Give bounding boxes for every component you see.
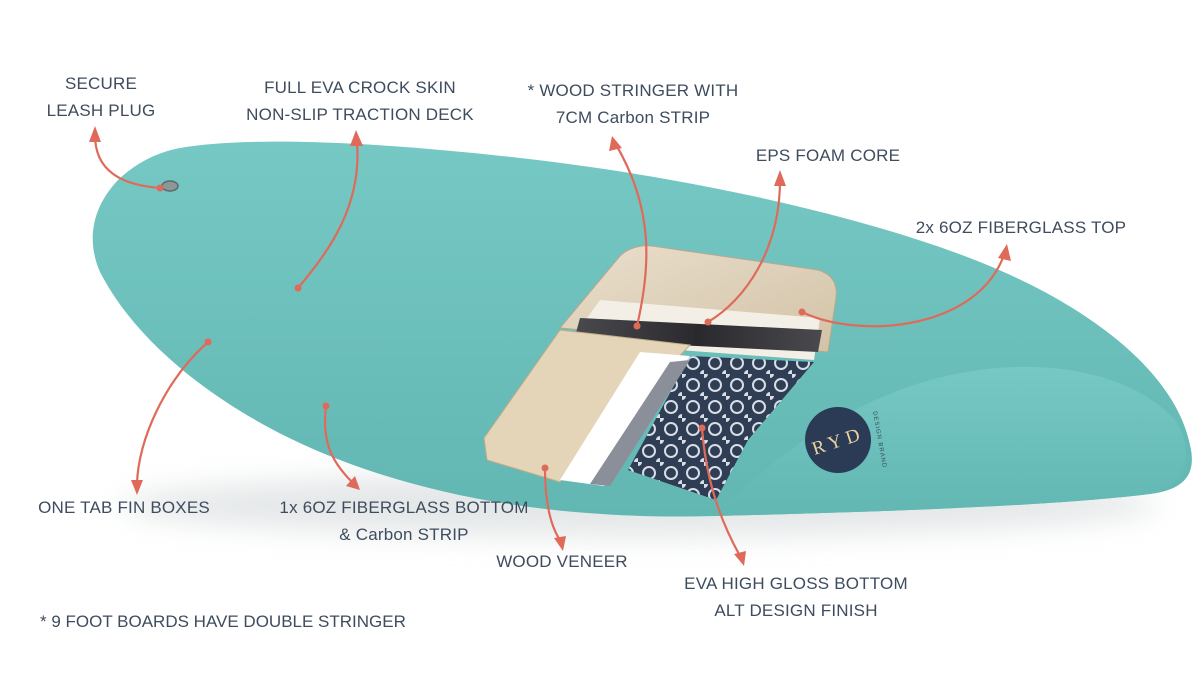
arrow-foam-core (706, 178, 782, 324)
label-deck: FULL EVA CROCK SKIN NON-SLIP TRACTION DE… (228, 74, 492, 128)
arrow-fin-boxes (135, 340, 210, 486)
dot-deck (294, 284, 302, 292)
footnote: * 9 FOOT BOARDS HAVE DOUBLE STRINGER (40, 612, 406, 631)
arrowhead-stringer (609, 136, 622, 151)
label-bottom-finish-line1: EVA HIGH GLOSS BOTTOM (684, 574, 908, 593)
arrow-fiberglass-bottom (323, 404, 354, 484)
arrowhead-foam-core (774, 170, 786, 186)
label-bottom-finish-line2: ALT DESIGN FINISH (714, 601, 878, 620)
label-bottom-finish: EVA HIGH GLOSS BOTTOM ALT DESIGN FINISH (664, 570, 928, 624)
dot-foam-core (704, 318, 712, 326)
leash-plug-icon (161, 180, 179, 192)
arrow-veneer (543, 466, 562, 542)
eva-bottom-pattern (628, 356, 814, 500)
arrowhead-fiberglass-top (998, 244, 1011, 261)
dot-leash-plug (156, 184, 164, 192)
board-nose-overlay (716, 366, 1186, 516)
label-leash-plug: SECURE LEASH PLUG (36, 70, 166, 124)
arrowhead-fiberglass-bottom (346, 476, 360, 490)
label-stringer-line2: 7CM Carbon STRIP (555, 108, 711, 127)
dot-veneer (541, 464, 549, 472)
arrow-stringer (613, 141, 648, 328)
arrowhead-bottom-finish (734, 551, 746, 566)
label-foam-core: EPS FOAM CORE (740, 142, 916, 169)
label-foam-core-line1: EPS FOAM CORE (755, 146, 901, 165)
label-fiberglass-top: 2x 6OZ FIBERGLASS TOP (900, 214, 1142, 241)
arrow-deck (296, 140, 359, 290)
label-veneer: WOOD VENEER (482, 548, 642, 575)
label-stringer: * WOOD STRINGER WITH 7CM Carbon STRIP (510, 77, 756, 131)
label-fiberglass-bottom: 1x 6OZ FIBERGLASS BOTTOM & Carbon STRIP (262, 494, 546, 548)
arrow-leash-plug (93, 133, 162, 190)
dot-stringer (633, 322, 641, 330)
label-fiberglass-top-line1: 2x 6OZ FIBERGLASS TOP (915, 218, 1127, 237)
label-leash-plug-line1: SECURE (64, 74, 138, 93)
arrow-bottom-finish (700, 426, 742, 558)
dot-fiberglass-top (798, 308, 806, 316)
label-deck-line2: NON-SLIP TRACTION DECK (246, 105, 474, 124)
arrowhead-deck (350, 130, 363, 146)
label-stringer-line1: * WOOD STRINGER WITH (527, 81, 739, 100)
arrowhead-veneer (554, 536, 566, 551)
label-fin-boxes: ONE TAB FIN BOXES (24, 494, 224, 521)
arrow-fiberglass-top (800, 250, 1007, 328)
label-leash-plug-line2: LEASH PLUG (46, 101, 156, 120)
label-fiberglass-bottom-line2: & Carbon STRIP (339, 525, 469, 544)
ryd-logo: RYD DESIGN BRAND (805, 407, 887, 473)
label-fin-boxes-line1: ONE TAB FIN BOXES (38, 498, 210, 517)
fin-box (590, 360, 690, 486)
label-fiberglass-bottom-line1: 1x 6OZ FIBERGLASS BOTTOM (279, 498, 529, 517)
dot-bottom-finish (698, 424, 706, 432)
logo-circle (805, 407, 871, 473)
cutaway-section (483, 245, 837, 500)
arrowhead-fin-boxes (131, 480, 143, 495)
dot-fiberglass-bottom (322, 402, 330, 410)
label-deck-line1: FULL EVA CROCK SKIN (264, 78, 456, 97)
arrowhead-leash-plug (89, 126, 101, 142)
label-veneer-line1: WOOD VENEER (496, 552, 628, 571)
dot-fin-boxes (204, 338, 212, 346)
